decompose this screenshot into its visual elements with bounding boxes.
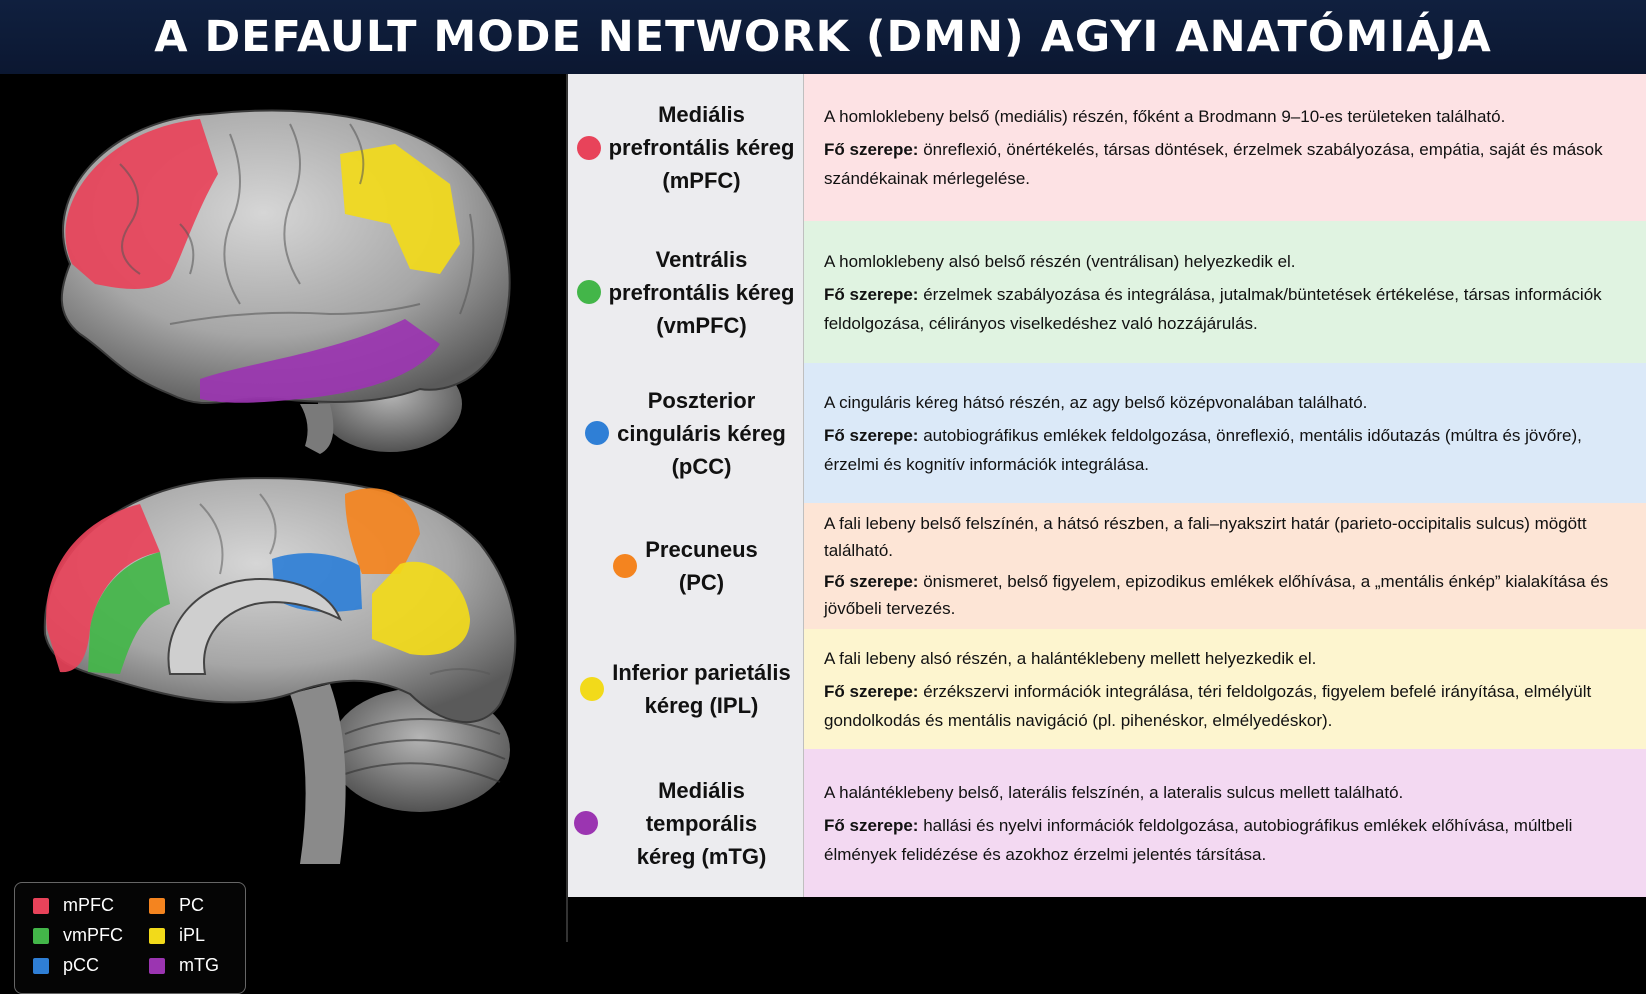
legend-label: PC [179, 895, 205, 915]
brainstem-top [300, 404, 334, 454]
legend-item-mpfc: mPFC [33, 895, 114, 916]
table-row-mtg: Mediális temporális kéreg (mTG) A halánt… [568, 749, 1646, 897]
region-ipl-lateral [340, 144, 460, 274]
legend-item-pc: PC [149, 895, 204, 916]
title-bar: A DEFAULT MODE NETWORK (DMN) AGYI ANATÓM… [0, 0, 1646, 74]
legend-swatch-vmpfc [33, 927, 49, 944]
region-location: A fali lebeny belső felszínén, a hátsó r… [824, 514, 1587, 560]
region-role: Fő szerepe: autobiográfikus emlékek feld… [824, 425, 1582, 474]
legend-swatch-mpfc [33, 897, 49, 914]
legend-item-vmpfc: vmPFC [33, 925, 123, 946]
region-mpfc-lateral [65, 119, 218, 289]
table-row-pcc: Poszterior cinguláris kéreg (pCC) A cing… [568, 363, 1646, 504]
legend-swatch-pc [149, 897, 165, 914]
region-name: Precuneus (PC) [645, 537, 758, 595]
medial-brain-view [43, 477, 517, 864]
legend-swatch-pcc [33, 957, 49, 974]
legend: mPFC vmPFC pCC PC iPL mTG [14, 882, 246, 994]
yellow-dot-icon [580, 677, 605, 701]
region-pc-medial [345, 488, 420, 574]
region-name: Mediális prefrontális kéreg (mPFC) [608, 102, 795, 193]
blue-dot-icon [585, 421, 610, 445]
region-role: Fő szerepe: hallási és nyelvi információ… [824, 815, 1573, 864]
region-vmpfc-medial [88, 552, 170, 674]
region-location: A homloklebeny belső (mediális) részén, … [824, 107, 1506, 126]
region-name: Poszterior cinguláris kéreg (pCC) [617, 387, 786, 479]
table-row-mpfc: Mediális prefrontális kéreg (mPFC) A hom… [568, 74, 1646, 222]
table-row-ipl: Inferior parietális kéreg (IPL) A fali l… [568, 629, 1646, 750]
region-ipl-medial [372, 561, 470, 656]
legend-label: mPFC [63, 895, 114, 915]
legend-label: mTG [179, 955, 219, 975]
region-name-cell: Ventrális prefrontális kéreg (vmPFC) [568, 221, 804, 363]
region-role: Fő szerepe: önismeret, belső figyelem, e… [824, 572, 1609, 618]
legend-label: iPL [179, 925, 206, 945]
region-description: A fali lebeny belső felszínén, a hátsó r… [804, 503, 1646, 629]
purple-dot-icon [574, 811, 598, 835]
region-name: Mediális temporális kéreg (mTG) [636, 777, 767, 869]
legend-label: pCC [63, 955, 100, 975]
region-description: A halántéklebeny belső, laterális felszí… [804, 749, 1646, 897]
region-name-cell: Inferior parietális kéreg (IPL) [568, 629, 804, 749]
region-name-cell: Poszterior cinguláris kéreg (pCC) [568, 363, 804, 503]
region-name: Ventrális prefrontális kéreg (vmPFC) [608, 246, 795, 338]
legend-label: vmPFC [63, 925, 123, 945]
region-name-cell: Precuneus (PC) [568, 503, 804, 629]
red-dot-icon [576, 135, 601, 160]
corpus-callosum [167, 577, 342, 675]
region-mtg-lateral [200, 319, 440, 403]
brain-illustration-panel: mPFC vmPFC pCC PC iPL mTG [0, 74, 566, 994]
legend-item-mtg: mTG [149, 955, 219, 976]
page-title: A DEFAULT MODE NETWORK (DMN) AGYI ANATÓM… [154, 12, 1492, 62]
region-location: A homloklebeny alsó belső részén (ventrá… [824, 251, 1296, 271]
region-location: A fali lebeny alsó részén, a halántékleb… [824, 648, 1317, 668]
brainstem-bottom [290, 684, 346, 864]
orange-dot-icon [613, 554, 638, 578]
region-role: Fő szerepe: önreflexió, önértékelés, tár… [824, 140, 1603, 188]
region-description: A homloklebeny alsó belső részén (ventrá… [804, 221, 1646, 363]
table-row-pc: Precuneus (PC) A fali lebeny belső felsz… [568, 503, 1646, 630]
region-name: Inferior parietális kéreg (IPL) [612, 660, 791, 718]
region-description: A homloklebeny belső (mediális) részén, … [804, 74, 1646, 221]
table-row-vmpfc: Ventrális prefrontális kéreg (vmPFC) A h… [568, 221, 1646, 364]
lateral-brain-view [60, 109, 511, 454]
region-description: A cinguláris kéreg hátsó részén, az agy … [804, 363, 1646, 503]
legend-item-pcc: pCC [33, 955, 99, 976]
region-name-cell: Mediális prefrontális kéreg (mPFC) [568, 74, 804, 221]
region-name-cell: Mediális temporális kéreg (mTG) [568, 749, 804, 897]
legend-swatch-ipl [149, 927, 165, 944]
legend-swatch-mtg [149, 957, 165, 974]
legend-item-ipl: iPL [149, 925, 205, 946]
green-dot-icon [576, 280, 601, 304]
region-role: Fő szerepe: érzelmek szabályozása és int… [824, 284, 1602, 333]
region-location: A cinguláris kéreg hátsó részén, az agy … [824, 392, 1368, 412]
region-description: A fali lebeny alsó részén, a halántékleb… [804, 629, 1646, 749]
region-role: Fő szerepe: érzékszervi információk inte… [824, 681, 1592, 730]
region-location: A halántéklebeny belső, laterális felszí… [824, 782, 1404, 802]
region-table: Mediális prefrontális kéreg (mPFC) A hom… [566, 74, 1646, 942]
region-mpfc-medial [46, 504, 161, 673]
